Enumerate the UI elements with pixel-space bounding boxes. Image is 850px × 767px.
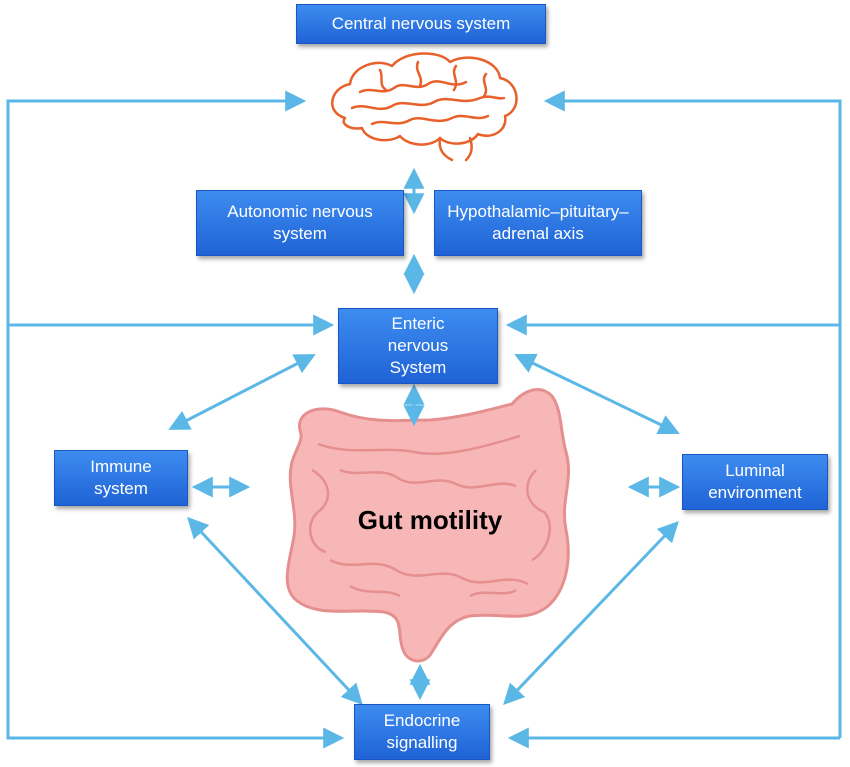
node-label-line: adrenal axis — [492, 224, 584, 243]
arrow-right-loop-top — [543, 90, 842, 738]
node-label-line: system — [273, 224, 327, 243]
node-luminal-environment: Luminal environment — [682, 454, 828, 510]
arrows — [6, 90, 842, 749]
node-label-line: system — [94, 479, 148, 498]
node-central-nervous-system: Central nervous system — [296, 4, 546, 44]
node-label-line: signalling — [386, 733, 458, 752]
node-label-line: nervous — [387, 336, 449, 355]
node-autonomic-nervous-system: Autonomic nervous system — [196, 190, 404, 256]
arrow-luminal-endocrine — [503, 520, 679, 706]
node-label-line: Central nervous system — [331, 14, 511, 33]
node-label-line: Endocrine — [383, 711, 461, 730]
arrow-immune-endocrine — [187, 516, 363, 706]
node-hpa-axis: Hypothalamic–pituitary– adrenal axis — [434, 190, 642, 256]
node-label-line: Luminal — [725, 461, 785, 480]
node-endocrine-signalling: Endocrine signalling — [354, 704, 490, 760]
node-label-line: System — [389, 358, 447, 377]
node-enteric-nervous-system: Enteric nervous System — [338, 308, 498, 384]
node-label-line: Immune — [90, 457, 152, 476]
arrow-ens-immune — [168, 354, 316, 430]
node-label-line: Enteric — [391, 314, 445, 333]
node-immune-system: Immune system — [54, 450, 188, 506]
brain-icon — [331, 52, 518, 162]
arrow-ens-luminal — [514, 353, 680, 435]
gut-motility-label: Gut motility — [357, 505, 503, 535]
node-label-line: environment — [708, 483, 802, 502]
node-label-line: Hypothalamic–pituitary– — [447, 202, 629, 221]
node-label-line: Autonomic nervous — [227, 202, 373, 221]
